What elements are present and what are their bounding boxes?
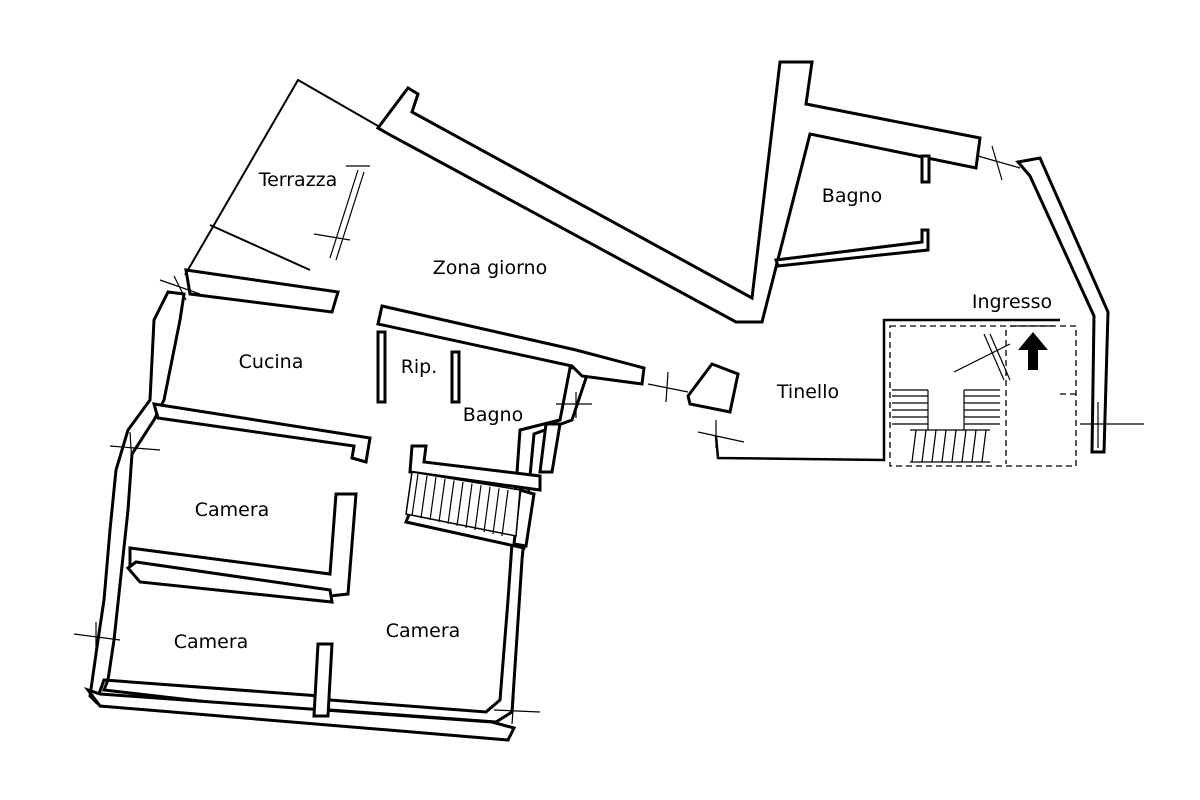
main-staircase [405, 471, 521, 537]
stair-tread [931, 429, 937, 463]
window-west-2 [109, 431, 161, 465]
window-east [1080, 402, 1144, 448]
stair-tread [971, 429, 977, 463]
stair-tread [951, 429, 957, 463]
room-label-camera-2: Camera [174, 631, 249, 653]
west-walls [83, 268, 593, 742]
stair-tread [429, 477, 437, 521]
stair-tread [456, 481, 464, 527]
stair-tread [438, 478, 446, 523]
window-tinello-1 [647, 371, 689, 403]
stair-tread [921, 429, 927, 463]
up-arrow-icon [1018, 332, 1048, 370]
stair-tread [941, 429, 947, 463]
room-label-camera-1: Camera [195, 499, 270, 521]
window-terrace-1 [313, 165, 370, 261]
stair-tread [447, 480, 455, 525]
stair-tread [411, 473, 419, 517]
stair-tread [420, 475, 428, 519]
room-label-tinello: Tinello [776, 381, 839, 403]
window-south [493, 695, 541, 725]
room-labels: Terrazza Zona giorno Bagno Ingresso Cuci… [174, 169, 1052, 653]
room-label-camera-3: Camera [386, 620, 461, 642]
room-label-terrazza: Terrazza [258, 169, 338, 191]
window-west-1 [159, 275, 201, 301]
stair-tread [483, 486, 491, 533]
stair-tread [492, 488, 500, 535]
room-label-bagno-2: Bagno [463, 404, 523, 426]
stair-tread [911, 429, 917, 463]
stair-tread [501, 489, 509, 537]
window-west-3 [73, 622, 121, 652]
stair-tread [981, 429, 987, 463]
entrance-stair-block [889, 325, 1077, 467]
stair-tread [474, 485, 482, 531]
room-label-ingresso: Ingresso [972, 291, 1052, 313]
window-tinello-2 [697, 420, 745, 448]
north-walls [375, 60, 1110, 454]
stair-tread [961, 429, 967, 463]
window-north-east [977, 145, 1021, 181]
room-label-cucina: Cucina [239, 351, 304, 373]
room-label-bagno-1: Bagno [822, 185, 882, 207]
terrace-outline [184, 78, 386, 276]
window-bagno-2 [556, 392, 592, 418]
interior-walls [125, 304, 1060, 718]
room-label-ripostiglio: Rip. [401, 356, 438, 378]
stair-tread [465, 483, 473, 529]
room-label-zona-giorno: Zona giorno [433, 257, 547, 279]
